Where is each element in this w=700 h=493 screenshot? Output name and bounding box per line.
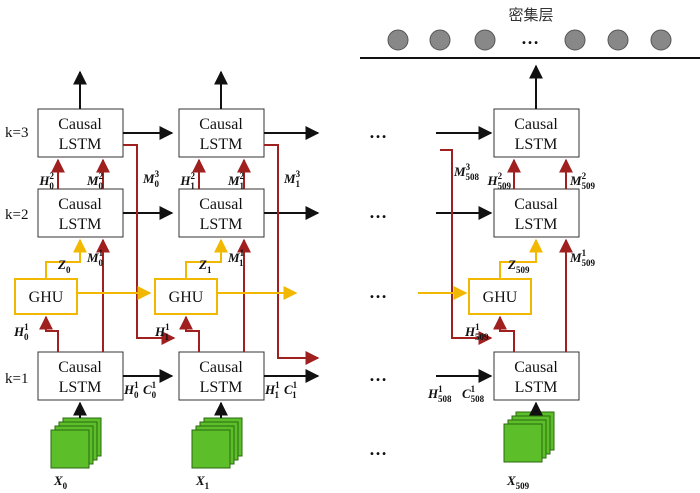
dense-node <box>387 29 409 51</box>
ghu-label: GHU <box>169 289 204 306</box>
causal-lstm-cell <box>493 351 580 401</box>
label-Z0: Z0 <box>57 257 71 275</box>
cell-label-line2: LSTM <box>515 136 558 153</box>
cell-label-line2: LSTM <box>200 216 243 233</box>
cell-label-line1: Causal <box>58 359 102 376</box>
input-frames <box>50 417 102 469</box>
layer-label-k2: k=2 <box>5 207 28 223</box>
dense-ellipsis: … <box>521 28 539 48</box>
cell-label-line1: Causal <box>199 196 243 213</box>
dense-node <box>564 29 586 51</box>
ghu-unit <box>154 278 218 315</box>
dense-node <box>607 29 629 51</box>
cell-label-line2: LSTM <box>515 379 558 396</box>
cell-label-line2: LSTM <box>200 379 243 396</box>
dense-node <box>429 29 451 51</box>
input-frames <box>503 411 555 463</box>
label-X0: X0 <box>53 473 68 491</box>
cell-label-line2: LSTM <box>59 136 102 153</box>
label-Z509: Z509 <box>507 257 530 275</box>
cell-label-line1: Causal <box>514 196 558 213</box>
causal-lstm-cell <box>493 188 580 238</box>
layer-label-k3: k=3 <box>5 125 28 141</box>
causal-lstm-cell <box>178 351 265 401</box>
column-1: Causal LSTM Causal LSTM GHU Causal LSTM <box>154 70 320 469</box>
cell-label-line2: LSTM <box>200 136 243 153</box>
dense-layer-label: 密集层 <box>508 6 553 24</box>
ellipsis: … <box>369 122 387 142</box>
ellipsis: … <box>369 202 387 222</box>
column-0: Causal LSTM Causal LSTM GHU Causal LSTM <box>14 70 176 469</box>
ghu-unit <box>14 278 78 315</box>
label-X509: X509 <box>506 473 530 491</box>
cell-label-line1: Causal <box>514 359 558 376</box>
dense-node <box>474 29 496 51</box>
cell-label-line1: Causal <box>199 359 243 376</box>
ellipsis: … <box>369 282 387 302</box>
ellipsis: … <box>369 439 387 459</box>
ghu-label: GHU <box>483 289 518 306</box>
causal-lstm-cell <box>178 188 265 238</box>
ellipsis: … <box>369 365 387 385</box>
sequence-ellipses: … … … … … <box>369 122 387 459</box>
cell-label-line2: LSTM <box>515 216 558 233</box>
cell-label-line2: LSTM <box>59 216 102 233</box>
dense-node <box>650 29 672 51</box>
dense-layer-nodes <box>387 29 672 51</box>
ghu-label: GHU <box>29 289 64 306</box>
causal-lstm-cell <box>37 351 124 401</box>
causal-lstm-cell <box>493 108 580 158</box>
cell-label-line2: LSTM <box>59 379 102 396</box>
cell-label-line1: Causal <box>58 116 102 133</box>
cell-label-line1: Causal <box>199 116 243 133</box>
cell-label-line1: Causal <box>514 116 558 133</box>
cell-label-line1: Causal <box>58 196 102 213</box>
input-frames <box>191 417 243 469</box>
causal-lstm-cell <box>37 188 124 238</box>
label-X1: X1 <box>195 473 210 491</box>
ghu-unit <box>468 278 532 315</box>
layer-label-k1: k=1 <box>5 371 28 387</box>
label-Z1: Z1 <box>198 257 212 275</box>
column-509: Causal LSTM Causal LSTM GHU Causal LSTM <box>418 64 580 463</box>
causal-lstm-cell <box>178 108 265 158</box>
